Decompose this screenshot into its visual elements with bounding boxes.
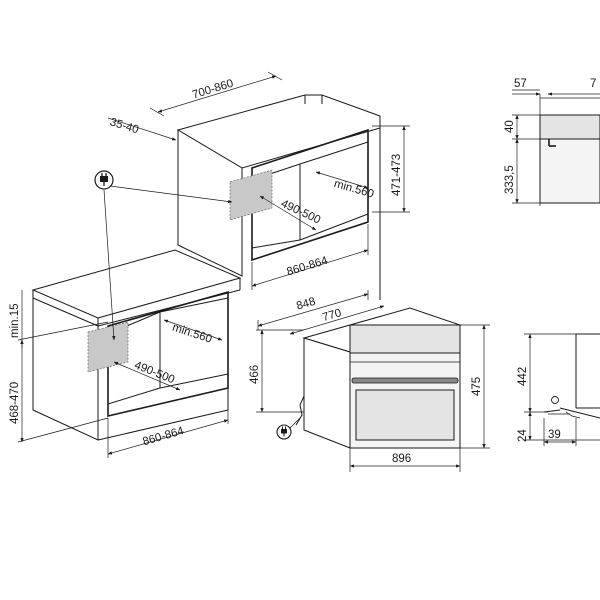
dim-490-500-upper: 490-500 [279,198,322,227]
dim-442: 442 [517,367,529,386]
dim-39: 39 [548,429,561,441]
side-view-top [539,94,600,206]
dim-57: 57 [514,78,527,90]
dim-min560-lower: min.560 [171,322,214,346]
dim-333-5: 333,5 [504,165,516,194]
dim-468-470: 468-470 [9,382,21,424]
dim-471-473: 471-473 [391,154,403,196]
dim-side-top-cut: 7 [590,78,596,90]
dim-466: 466 [249,365,261,384]
power-plug-icon [276,424,292,440]
lower-cabinet [31,249,242,441]
side-view-bottom [543,333,600,441]
dim-min15: min.15 [9,303,21,338]
dim-35-40: 35-40 [108,116,140,136]
oven-body [295,307,462,449]
power-plug-icon [94,170,114,190]
dim-896: 896 [392,453,411,465]
dim-490-500-lower: 490-500 [133,359,177,386]
dim-700-860: 700-860 [191,78,235,102]
dim-24: 24 [517,429,529,442]
dim-860-864-upper: 860-864 [285,255,329,279]
dim-40: 40 [504,120,516,133]
dim-475: 475 [471,377,483,396]
upper-cabinet [176,94,381,300]
dim-770: 770 [321,307,343,324]
